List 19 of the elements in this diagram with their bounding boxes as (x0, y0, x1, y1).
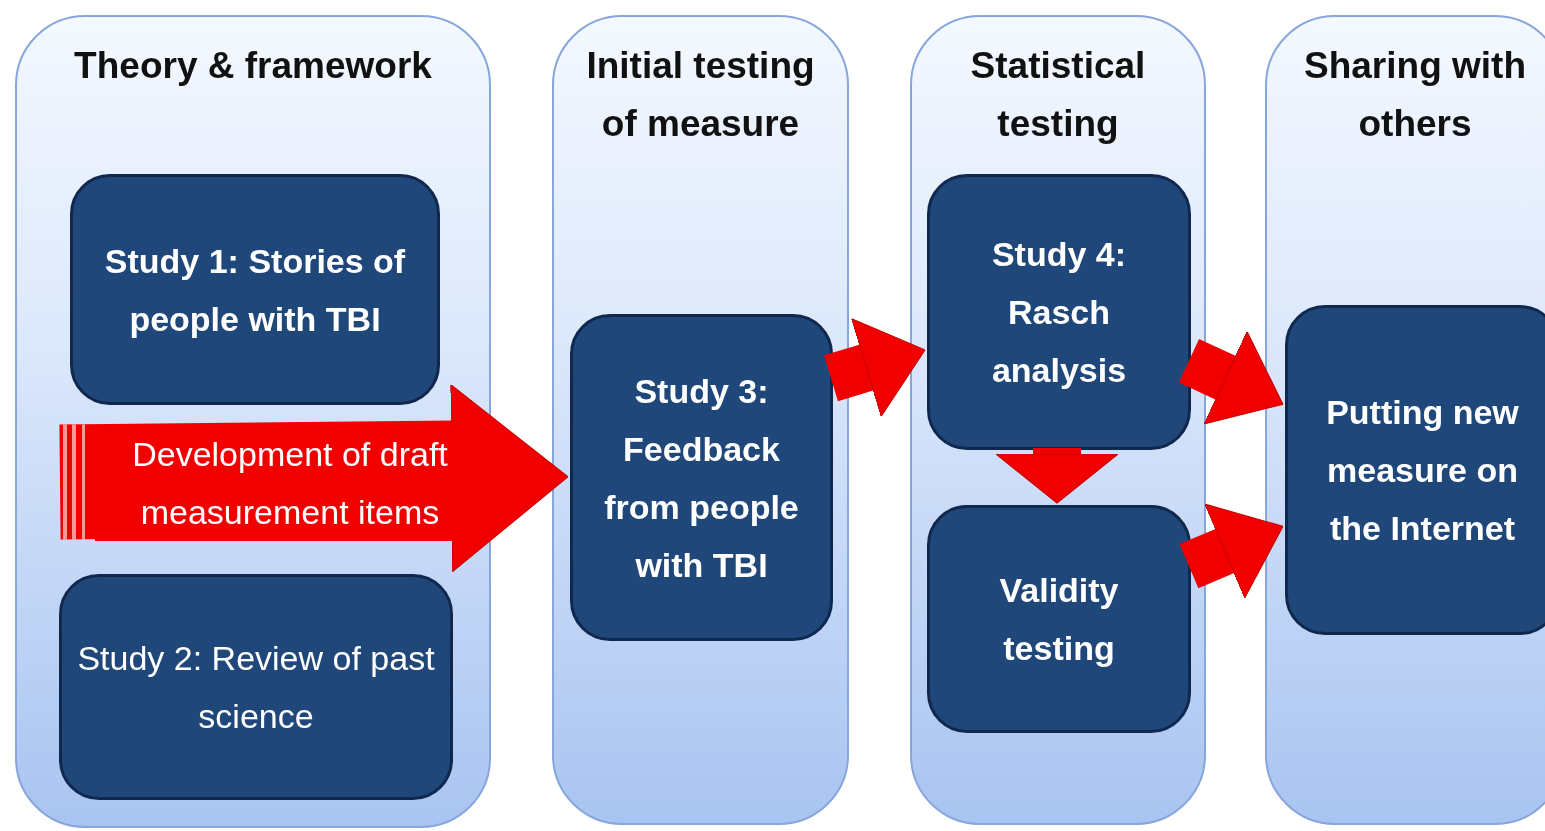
box-text: Putting new measure on the Internet (1325, 392, 1520, 549)
box-text: Study 4: Rasch analysis (990, 234, 1128, 391)
box-text: Validity testing (998, 570, 1120, 669)
box-text: Study 2: Review of past science (76, 638, 436, 737)
stage-heading: Initial testing of measure (585, 44, 816, 146)
stage-column (1265, 15, 1545, 825)
stage-column (552, 15, 849, 825)
stage-heading: Statistical testing (969, 44, 1147, 146)
stage-column (910, 15, 1206, 825)
study-box (927, 505, 1191, 733)
study-box (927, 174, 1191, 450)
stage-heading: Theory & framework (73, 44, 433, 88)
box-text: Study 3: Feedback from people with TBI (603, 370, 800, 586)
stage-heading: Sharing with others (1303, 44, 1527, 146)
study-box (70, 174, 440, 405)
study-box (1285, 305, 1545, 635)
study-box (59, 574, 453, 800)
study-box (570, 314, 833, 641)
box-text: Study 1: Stories of people with TBI (103, 240, 407, 340)
